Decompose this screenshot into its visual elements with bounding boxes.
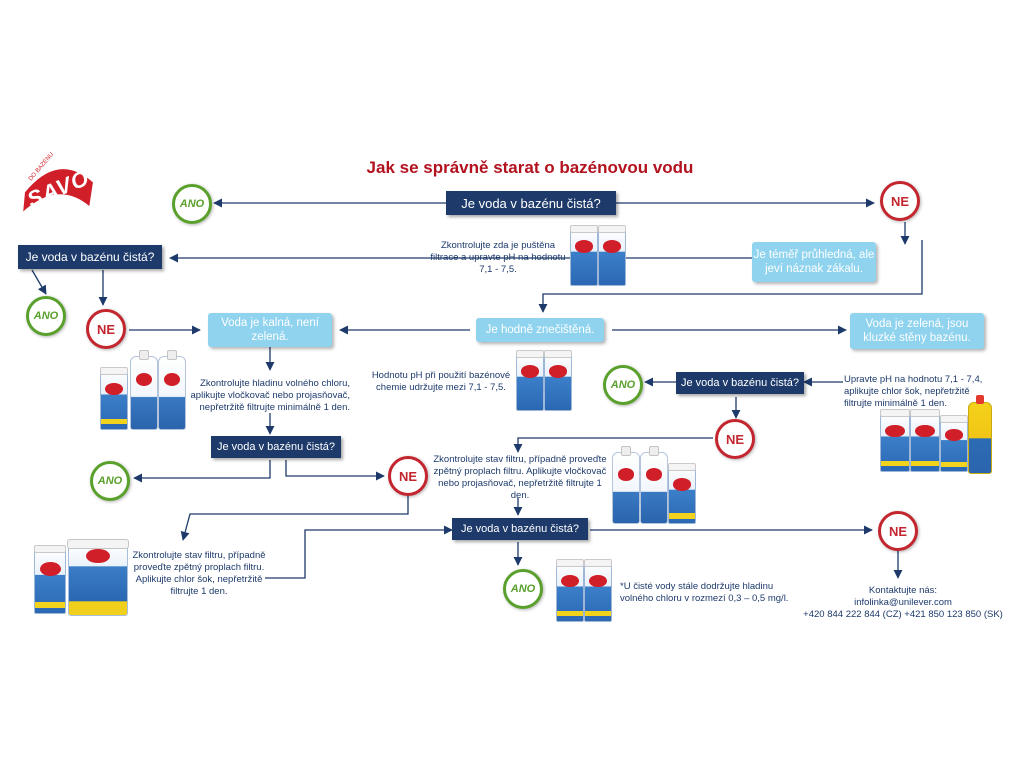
label-cloudy: Voda je kalná, není zelená. [208, 313, 332, 347]
product-tub-icon [100, 367, 128, 430]
ne-badge-bottom: NE [878, 511, 918, 551]
text-ph-keep: Hodnotu pH při použití bazénové chemie u… [371, 370, 511, 393]
label-green: Voda je zelená, jsou kluzké stěny bazénu… [850, 313, 984, 349]
product-tub-icon [34, 545, 66, 614]
label-very-dirty: Je hodně znečištěná. [476, 318, 604, 342]
product-bottle-icon [640, 446, 668, 524]
product-bottle-icon [968, 395, 992, 474]
contact-block: Kontaktujte nás: infolinka@unilever.com … [800, 585, 1006, 621]
ne-badge-left: NE [86, 309, 126, 349]
contact-title: Kontaktujte nás: [868, 585, 938, 596]
ano-badge-bottom: ANO [503, 569, 543, 609]
ano-badge-top: ANO [172, 184, 212, 224]
ano-badge-mid-left: ANO [90, 461, 130, 501]
ne-badge-mid-right: NE [715, 419, 755, 459]
product-tub-icon [910, 409, 940, 472]
product-tub-icon [556, 559, 584, 622]
product-tub-icon [880, 409, 910, 472]
text-chlorine-level: Zkontrolujte hladinu volného chloru, apl… [190, 378, 350, 413]
text-check-filtration: Zkontrolujte zda je puštěna filtrace a u… [430, 240, 566, 275]
page-title: Jak se správně starat o bazénovou vodu [366, 158, 694, 177]
product-tub-icon [516, 350, 544, 411]
question-mid-right: Je voda v bazénu čistá? [676, 372, 804, 394]
question-left: Je voda v bazénu čistá? [18, 245, 162, 269]
product-tub-icon [570, 225, 598, 286]
product-tub-icon [940, 415, 968, 472]
product-tub-icon [584, 559, 612, 622]
question-mid-left: Je voda v bazénu čistá? [211, 436, 341, 458]
product-bottle-icon [612, 446, 640, 524]
ano-badge-left: ANO [26, 296, 66, 336]
product-tub-icon [668, 463, 696, 524]
text-filter-chlorshock: Zkontrolujte stav filtru, případně prove… [132, 550, 266, 597]
text-note: *U čisté vody stále dodržujte hladinu vo… [620, 581, 789, 604]
ne-badge-top: NE [880, 181, 920, 221]
question-bottom: Je voda v bazénu čistá? [452, 518, 588, 540]
product-tub-icon [544, 350, 572, 411]
question-top: Je voda v bazénu čistá? [446, 191, 616, 215]
product-tub-icon [598, 225, 626, 286]
product-bottle-icon [130, 350, 158, 430]
savo-logo-icon: SAVO DO BAZÉNU [18, 152, 98, 222]
contact-phones: +420 844 222 844 (CZ) +421 850 123 850 (… [803, 609, 1003, 620]
contact-email: infolinka@unilever.com [854, 597, 952, 608]
product-bucket-icon [67, 539, 129, 616]
product-bottle-icon [158, 350, 186, 430]
text-filter-backwash: Zkontrolujte stav filtru, případně prove… [433, 454, 607, 501]
text-green-fix: Upravte pH na hodnotu 7,1 - 7,4, aplikuj… [844, 374, 983, 409]
ne-badge-mid-left: NE [388, 456, 428, 496]
label-almost-clear: Je téměř průhledná, ale jeví náznak záka… [752, 242, 876, 282]
ano-badge-mid-right: ANO [603, 365, 643, 405]
